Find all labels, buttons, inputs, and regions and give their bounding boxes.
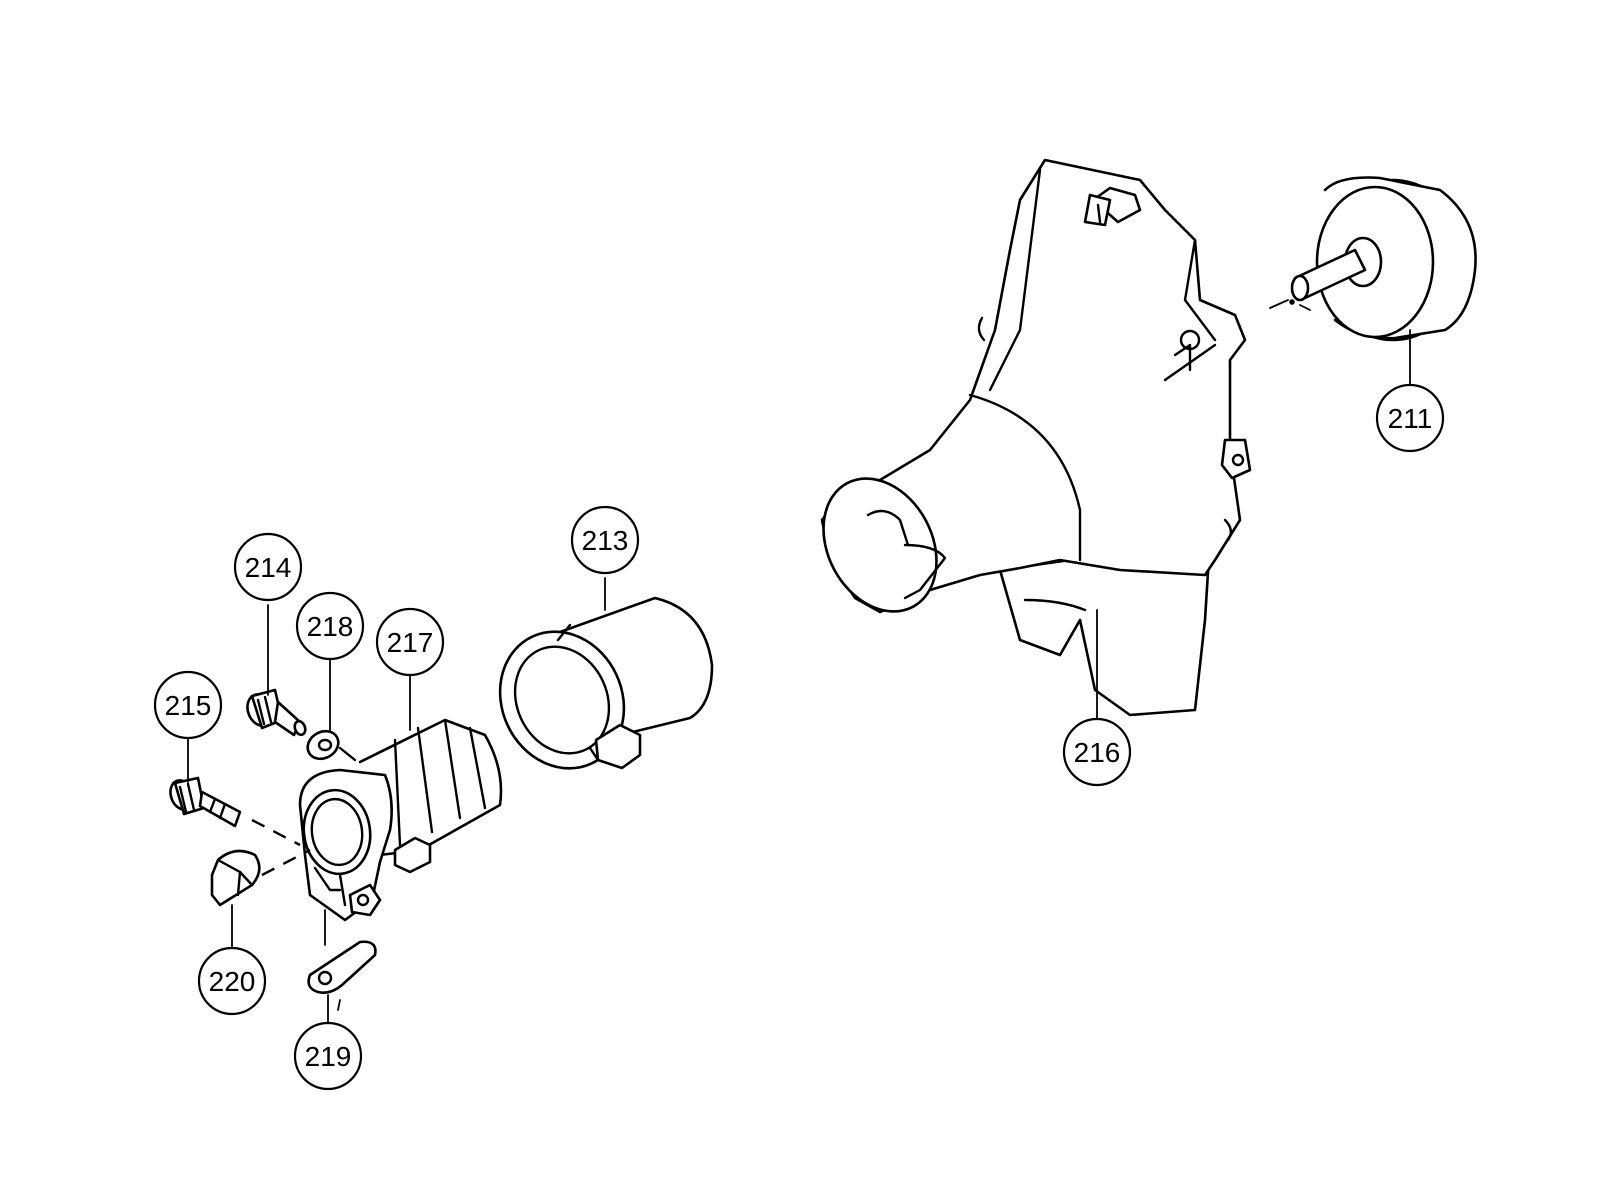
callout-215-label: 215 xyxy=(165,690,212,721)
callout-219-label: 219 xyxy=(305,1041,352,1072)
callout-213: 213 xyxy=(570,505,640,575)
callout-220: 220 xyxy=(197,946,267,1016)
part-216-gear-case xyxy=(820,158,1252,717)
callout-218-label: 218 xyxy=(307,611,354,642)
part-219-lock-plate xyxy=(307,940,377,994)
callout-220-label: 220 xyxy=(209,966,256,997)
callout-219: 219 xyxy=(293,1021,363,1091)
callout-217: 217 xyxy=(375,607,445,677)
callout-215: 215 xyxy=(153,670,223,740)
callout-218: 218 xyxy=(295,591,365,661)
part-213-clamp-sleeve xyxy=(498,596,714,770)
callout-211-label: 211 xyxy=(1388,403,1433,434)
part-220-cap xyxy=(210,849,261,907)
assembly-axis-lines xyxy=(251,818,341,1011)
callout-211: 211 xyxy=(1375,383,1445,453)
callout-216: 216 xyxy=(1062,717,1132,787)
callout-216-label: 216 xyxy=(1074,737,1121,768)
part-218-washer xyxy=(306,729,357,762)
callout-214: 214 xyxy=(233,532,303,602)
part-215-knob-bolt xyxy=(169,776,242,828)
callout-217-label: 217 xyxy=(387,627,434,658)
callout-213-label: 213 xyxy=(582,525,629,556)
callout-214-label: 214 xyxy=(245,552,292,583)
part-214-knob-bolt xyxy=(246,688,307,737)
part-217-handle-holder xyxy=(298,718,503,922)
part-211-clutch-drum xyxy=(1269,176,1477,342)
